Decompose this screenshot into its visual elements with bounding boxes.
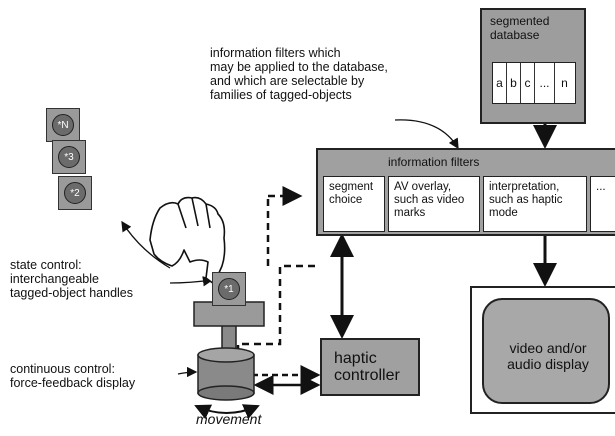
av-display-frame: video and/or audio display (470, 286, 615, 414)
continuous-arrow (177, 366, 198, 378)
continuous-control-label: continuous control: force-feedback displ… (10, 362, 136, 390)
info-filters-note: information filters which may be applied… (210, 46, 388, 102)
token-n[interactable]: *N (46, 108, 80, 142)
db-cell-n: n (561, 76, 568, 90)
av-display-screen: video and/or audio display (482, 298, 610, 404)
movement-label: movement (196, 411, 262, 427)
haptic-controller-label: haptic controller (334, 350, 400, 384)
token-3-disc: *3 (58, 146, 80, 168)
movement-arrow (194, 404, 260, 420)
state-arrow-right (169, 276, 214, 287)
token-1[interactable]: *1 (212, 272, 246, 306)
segmented-database: segmented database a b c ... n (480, 8, 586, 124)
token-3[interactable]: *3 (52, 140, 86, 174)
token-n-disc: *N (52, 114, 74, 136)
filter-more[interactable]: ... (590, 176, 615, 232)
db-cell-c: c (521, 63, 535, 103)
database-cells: a b c ... n (492, 62, 576, 104)
cylinder-device (197, 347, 255, 401)
filters-title: information filters (388, 155, 480, 169)
state-arrow-up (121, 220, 171, 269)
filter-interpretation[interactable]: interpretation, such as haptic mode (483, 176, 587, 232)
db-cell-b: b (507, 63, 521, 103)
state-control-label: state control: interchangeable tagged-ob… (10, 258, 134, 300)
handle-plate (193, 301, 265, 327)
db-cell-a: a (493, 63, 507, 103)
dashed-feedback-path (236, 264, 316, 376)
database-title: segmented database (490, 14, 550, 42)
information-filters-panel: information filters segment choice AV ov… (316, 148, 615, 236)
token-2-disc: *2 (64, 182, 86, 204)
hand-drawing (149, 196, 226, 285)
filter-av-overlay[interactable]: AV overlay, such as video marks (388, 176, 480, 232)
token-2[interactable]: *2 (58, 176, 92, 210)
token-1-disc: *1 (218, 278, 240, 300)
av-display-label: video and/or audio display (507, 340, 589, 372)
filter-segment-choice[interactable]: segment choice (323, 176, 385, 232)
db-cell-ellipsis: ... (535, 63, 555, 103)
annotation-arrow (394, 119, 459, 150)
haptic-controller: haptic controller (320, 338, 420, 396)
